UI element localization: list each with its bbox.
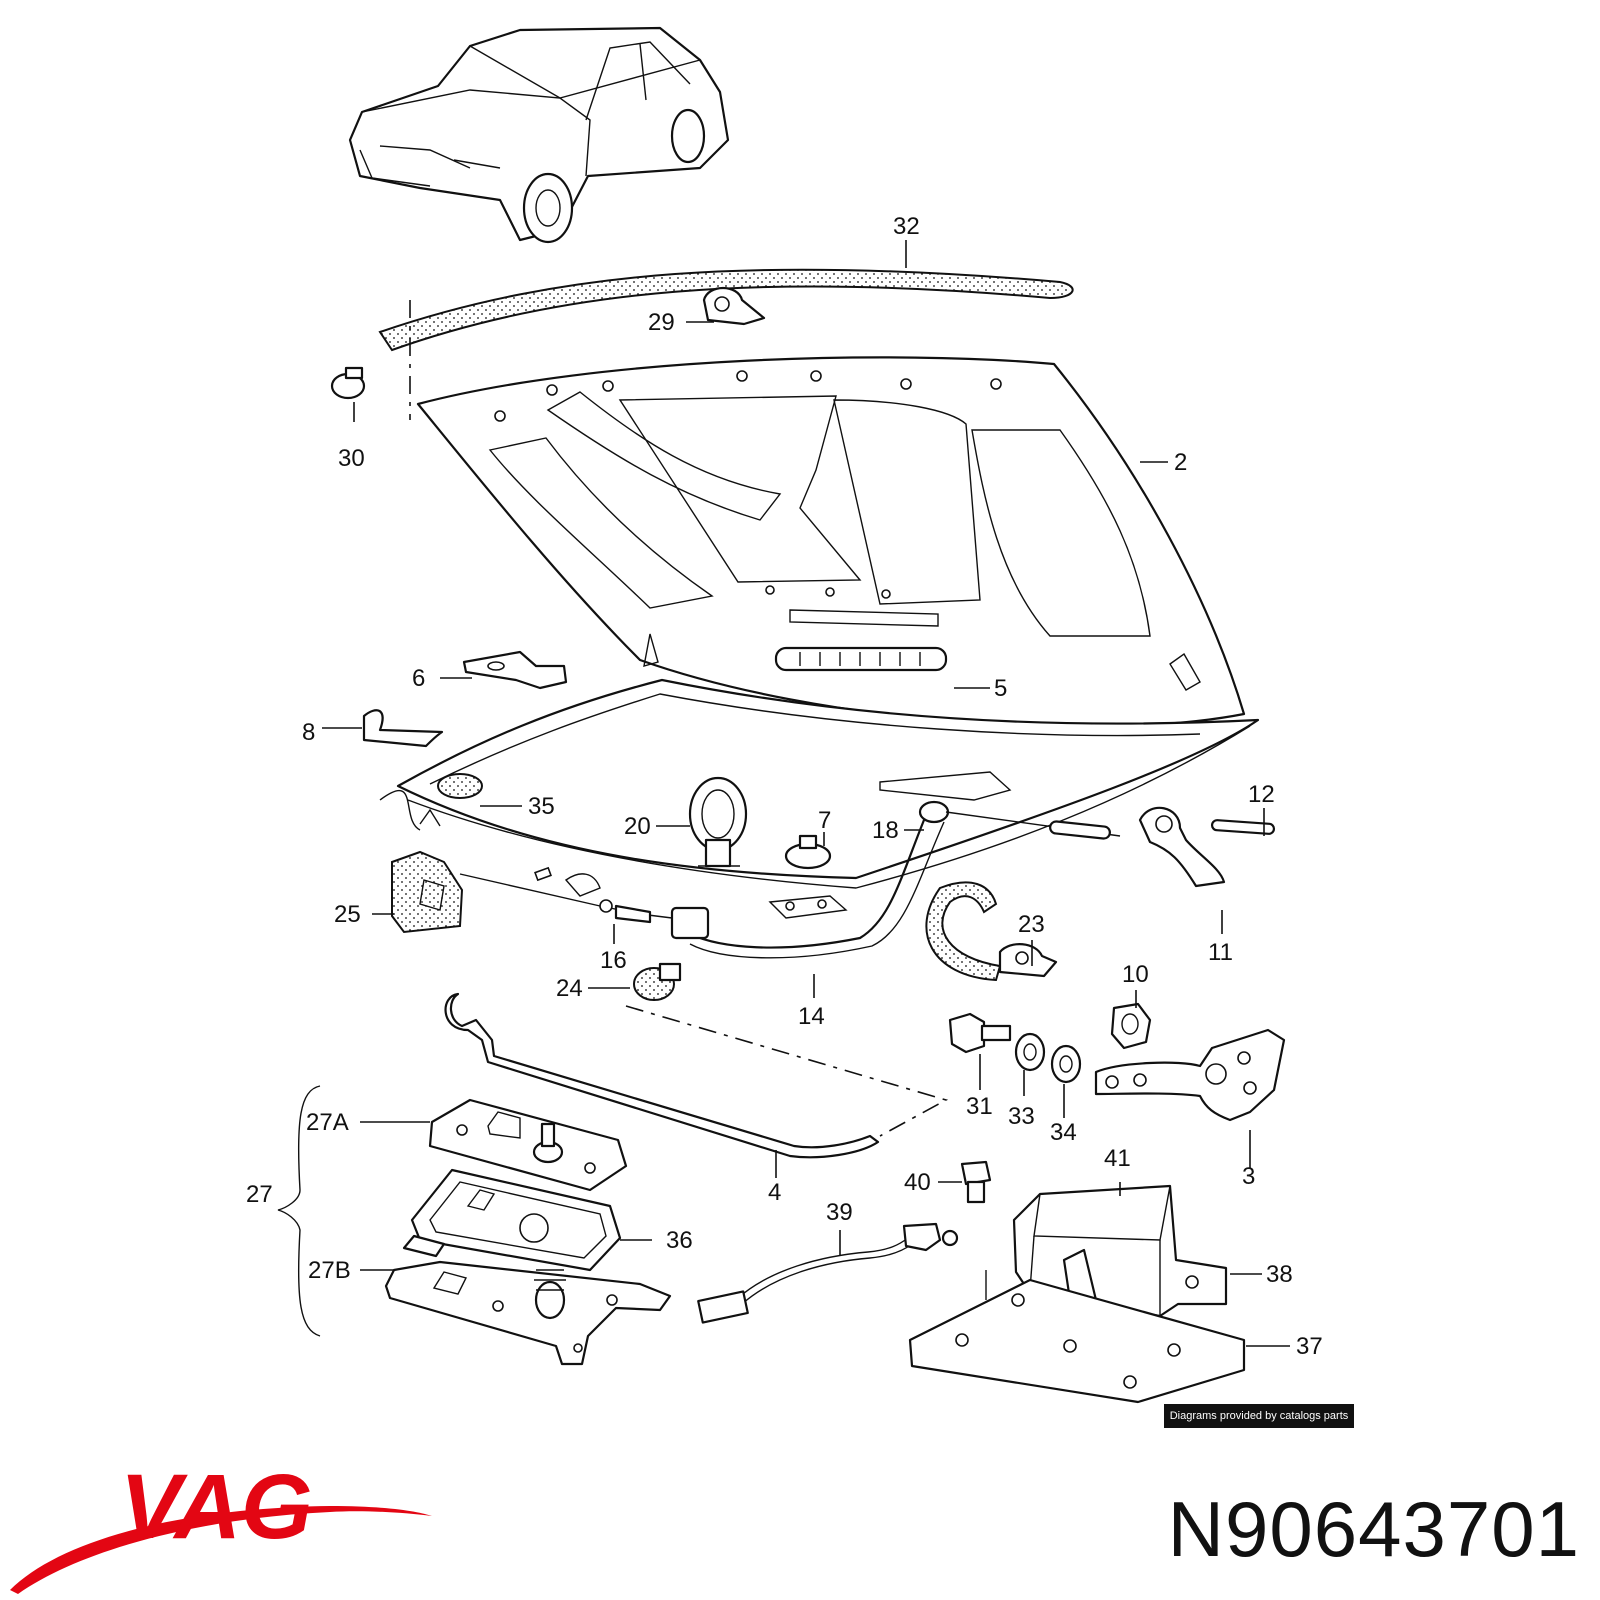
callout-31: 31 bbox=[966, 1093, 993, 1120]
callout-20: 20 bbox=[624, 813, 651, 840]
callout-2: 2 bbox=[1174, 449, 1187, 476]
leader-lines bbox=[322, 240, 1290, 1347]
callout-5: 5 bbox=[994, 675, 1007, 702]
callout-40: 40 bbox=[904, 1169, 931, 1196]
car-illustration bbox=[348, 26, 730, 244]
callout-29: 29 bbox=[648, 309, 675, 336]
group-bracket-27 bbox=[277, 1085, 321, 1337]
insulation-mat bbox=[379, 678, 1260, 919]
washer-33 bbox=[1014, 1032, 1046, 1072]
washer-34 bbox=[1050, 1044, 1082, 1084]
callout-39: 39 bbox=[826, 1199, 853, 1226]
plate-37 bbox=[908, 1270, 1246, 1404]
callout-35: 35 bbox=[528, 793, 555, 820]
callout-4: 4 bbox=[768, 1179, 781, 1206]
callout-6: 6 bbox=[412, 665, 425, 692]
callout-34: 34 bbox=[1050, 1119, 1077, 1146]
callout-25: 25 bbox=[334, 901, 361, 928]
callout-14: 14 bbox=[798, 1003, 825, 1030]
prop-rod-4 bbox=[444, 992, 949, 1159]
callout-30: 30 bbox=[338, 445, 365, 472]
grommet-7 bbox=[784, 834, 832, 870]
callout-27A: 27A bbox=[306, 1109, 349, 1136]
callout-41: 41 bbox=[1104, 1145, 1131, 1172]
plate-27B bbox=[384, 1234, 672, 1366]
part-6 bbox=[462, 650, 568, 690]
strap-23 bbox=[925, 881, 1058, 982]
bolt-40 bbox=[960, 1160, 992, 1204]
logo-swoosh bbox=[10, 1506, 432, 1594]
grommet-24 bbox=[633, 962, 682, 1001]
callout-8: 8 bbox=[302, 719, 315, 746]
callout-38: 38 bbox=[1266, 1261, 1293, 1288]
vag-logo: VAG bbox=[10, 1456, 432, 1594]
callout-labels: 32 29 30 2 5 6 8 35 20 7 18 12 11 25 16 … bbox=[246, 213, 1323, 1360]
part-number: N90643701 bbox=[1167, 1485, 1580, 1573]
hood-panel bbox=[416, 356, 1246, 728]
bolt-31 bbox=[948, 1012, 1012, 1054]
logo-wordmark: VAG bbox=[120, 1456, 313, 1558]
callout-11: 11 bbox=[1208, 939, 1233, 966]
cable-39 bbox=[697, 1222, 959, 1324]
callout-7: 7 bbox=[818, 807, 831, 834]
part-8 bbox=[362, 709, 444, 748]
vent-5 bbox=[774, 646, 948, 672]
nut-10 bbox=[1110, 1002, 1152, 1050]
lever-11 bbox=[1138, 806, 1226, 888]
diagram-credit-badge: Diagrams provided by catalogs parts bbox=[1164, 1404, 1354, 1428]
callout-23: 23 bbox=[1018, 911, 1045, 938]
buffer-25 bbox=[391, 850, 464, 934]
hinge-3 bbox=[1094, 1028, 1286, 1122]
callout-12: 12 bbox=[1248, 781, 1275, 808]
callout-27: 27 bbox=[246, 1181, 273, 1208]
clamp-20 bbox=[688, 776, 748, 868]
callout-3: 3 bbox=[1242, 1163, 1255, 1190]
clip-29 bbox=[702, 286, 766, 326]
cable-assembly bbox=[670, 800, 1121, 959]
callout-24: 24 bbox=[556, 975, 583, 1002]
callout-33: 33 bbox=[1008, 1103, 1035, 1130]
plug-35 bbox=[437, 773, 483, 799]
hood-holes bbox=[494, 370, 1002, 599]
callout-32: 32 bbox=[893, 213, 920, 240]
callout-10: 10 bbox=[1122, 961, 1149, 988]
callout-36: 36 bbox=[666, 1227, 693, 1254]
callout-27B: 27B bbox=[308, 1257, 351, 1284]
cable-16 bbox=[459, 873, 673, 924]
plate-27A bbox=[428, 1098, 628, 1192]
pin-12 bbox=[1210, 819, 1276, 835]
seal-strip-32 bbox=[378, 268, 1074, 420]
callout-37: 37 bbox=[1296, 1333, 1323, 1360]
plug-30 bbox=[330, 366, 366, 400]
exploded-parts-diagram: 32 29 30 2 5 6 8 35 20 7 18 12 11 25 16 … bbox=[246, 26, 1323, 1404]
callout-18: 18 bbox=[872, 817, 899, 844]
callout-16: 16 bbox=[600, 947, 627, 974]
